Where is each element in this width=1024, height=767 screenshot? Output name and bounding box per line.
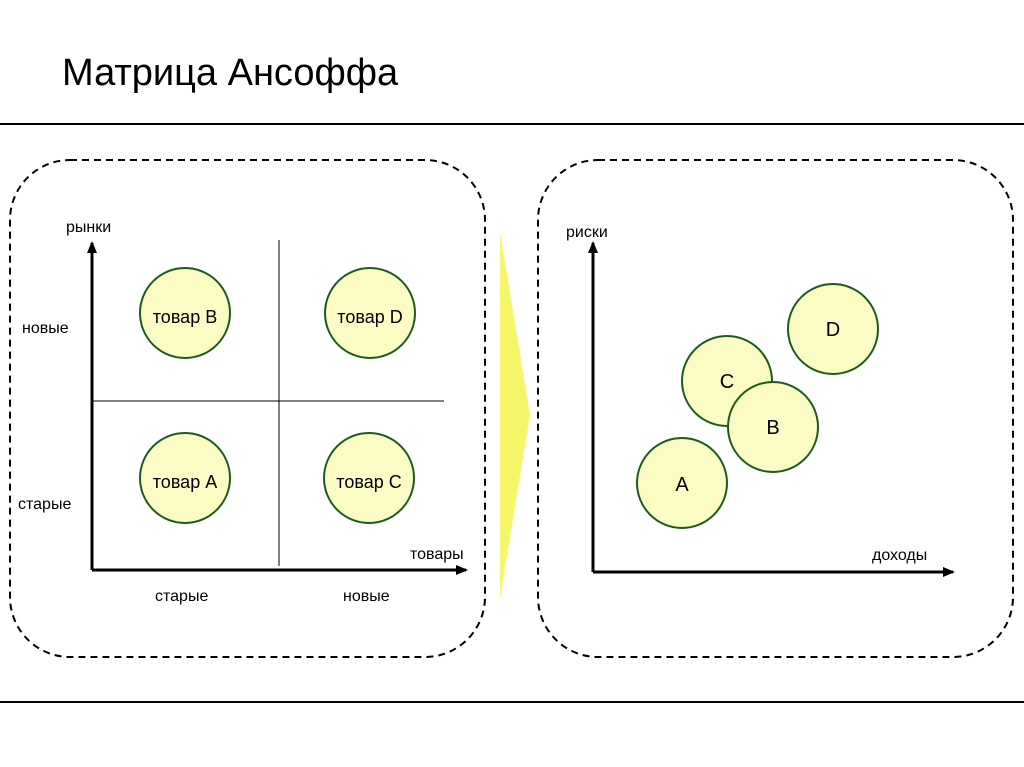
bubble-a-label: A [675, 474, 689, 496]
matrix-y-axis-label: рынки [66, 219, 111, 236]
bubble-c-label: C [720, 371, 734, 393]
product-c-label: товар C [336, 472, 401, 492]
product-d-circle [324, 267, 416, 359]
matrix-y-tick-new: новые [22, 320, 69, 337]
matrix-cell-product-c: товар C [323, 432, 415, 524]
matrix-x-axis-label: товары [410, 546, 464, 563]
risk-x-axis-label: доходы [872, 547, 927, 564]
matrix-cell-product-d: товар D [324, 267, 416, 359]
product-a-circle [139, 432, 231, 524]
bubble-d: D [787, 283, 879, 375]
matrix-y-tick-old: старые [18, 496, 71, 513]
matrix-panel-border [9, 159, 486, 658]
bubble-b-circle [727, 381, 819, 473]
matrix-cell-product-a: товар A [139, 432, 231, 524]
product-c-circle [323, 432, 415, 524]
bubble-a-circle [636, 437, 728, 529]
matrix-x-tick-old: старые [155, 588, 208, 605]
ansoff-matrix: рынки товары новые старые старые новые т… [18, 219, 468, 605]
product-b-label: товар B [153, 307, 217, 327]
product-d-label: товар D [337, 307, 402, 327]
bubble-b-label: B [766, 417, 779, 439]
risk-y-axis-label: риски [566, 224, 608, 241]
slide-title: Матрица Ансоффа [62, 52, 399, 94]
matrix-cell-product-b: товар B [139, 267, 231, 359]
transition-arrow [500, 232, 530, 598]
risk-panel-border [537, 159, 1014, 658]
product-b-circle [139, 267, 231, 359]
product-a-label: товар A [153, 472, 217, 492]
bubble-a: A [636, 437, 728, 529]
bubble-d-circle [787, 283, 879, 375]
matrix-x-tick-new: новые [343, 588, 390, 605]
risk-income-chart: риски доходы D C B A [566, 224, 955, 577]
bubble-b: B [727, 381, 819, 473]
bubble-d-label: D [826, 319, 840, 341]
